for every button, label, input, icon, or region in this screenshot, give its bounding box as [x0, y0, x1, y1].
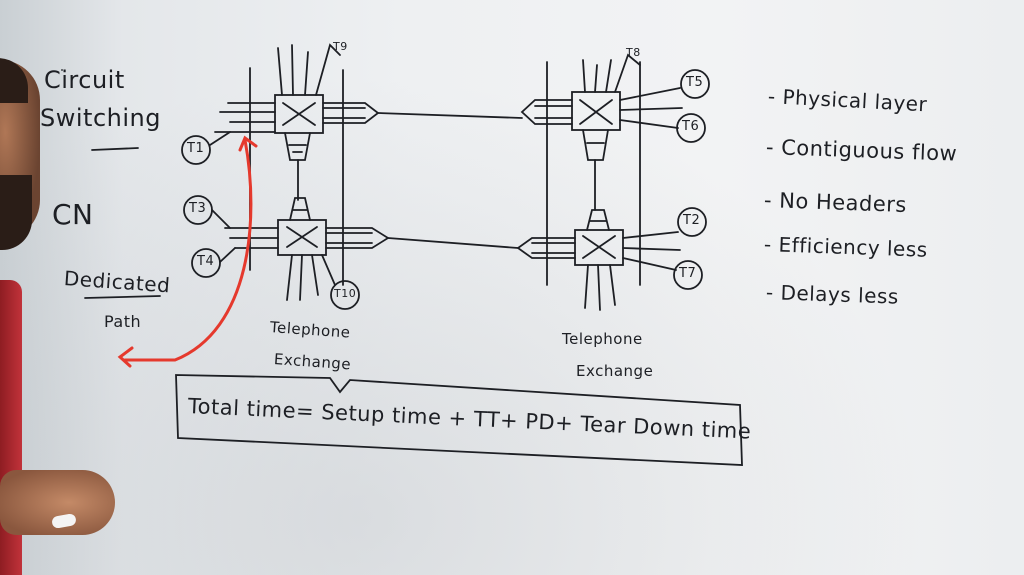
note-cn: CN	[52, 198, 94, 231]
dedicated-path-arrow	[117, 135, 258, 368]
terminal-t3-label: T3	[189, 201, 207, 216]
right-top-switch	[571, 91, 621, 131]
property-no-headers: - No Headers	[763, 188, 908, 217]
note-path: Path	[104, 312, 142, 331]
terminal-t1-circle	[181, 135, 211, 165]
terminal-t10-circle	[330, 280, 360, 310]
trunk-line-top	[377, 112, 523, 119]
terminal-t5-circle	[680, 69, 710, 99]
terminal-t2-label: T2	[683, 213, 701, 228]
trunk-line-bottom	[387, 237, 519, 249]
terminal-t5-label: T5	[686, 75, 704, 90]
left-top-switch	[274, 94, 324, 134]
terminal-t6-label: T6	[682, 119, 700, 134]
terminal-t7-label: T7	[679, 266, 697, 281]
terminal-t4-circle	[191, 248, 221, 278]
property-delays-less: - Delays less	[765, 280, 900, 309]
right-exchange-label-line1: Telephone	[562, 330, 643, 348]
note-circuit: Circuit	[44, 66, 125, 94]
terminal-t7-circle	[673, 260, 703, 290]
note-switching: Switching	[40, 104, 161, 132]
terminal-t4-label: T4	[197, 254, 215, 269]
formula-box	[175, 374, 743, 466]
right-exchange-label-line2: Exchange	[576, 362, 654, 380]
terminal-t9-label: T9	[333, 40, 348, 53]
terminal-t1-label: T1	[187, 141, 205, 156]
terminal-t10-label: T10	[334, 287, 357, 300]
terminal-t6-circle	[676, 113, 706, 143]
terminal-t2-circle	[677, 207, 707, 237]
terminal-t8-label: T8	[626, 46, 641, 59]
